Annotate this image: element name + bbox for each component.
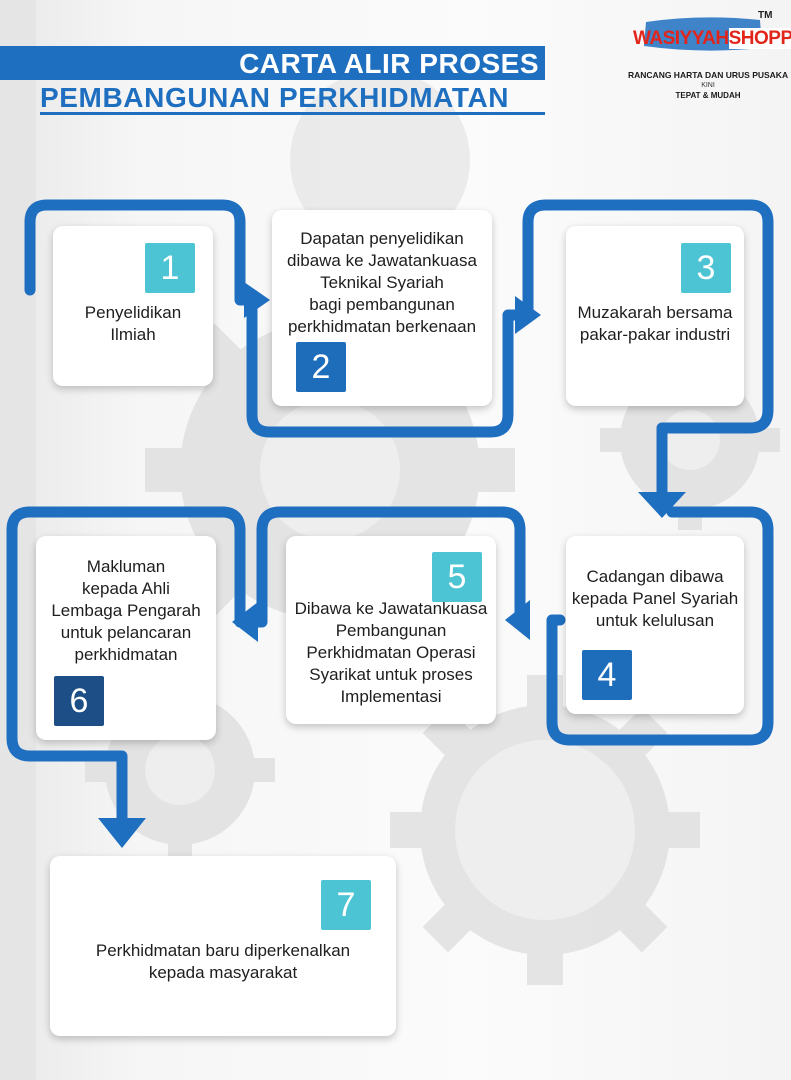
- brand-tagline-kini: KINI: [701, 82, 715, 89]
- arrow-left-icon: [232, 602, 258, 642]
- brand-tagline: RANCANG HARTA DAN URUS PUSAKA: [628, 70, 789, 80]
- arrow-right-icon: [515, 296, 541, 334]
- step-text-2: Dapatan penyelidikan dibawa ke Jawatanku…: [287, 229, 477, 336]
- connector-3-4: [522, 199, 774, 501]
- arrow-down-icon: [638, 492, 686, 518]
- step-card-7: 7 Perkhidmatan baru diperkenalkan kepada…: [50, 856, 396, 1036]
- brand-logo: TM WASIYYAHSHOPPE RANCANG HARTA DAN URUS…: [628, 8, 791, 103]
- step-text-6: Makluman kepada Ahli Lembaga Pengarah un…: [51, 557, 201, 664]
- connector-5-6: [244, 506, 526, 628]
- step-card-6: Makluman kepada Ahli Lembaga Pengarah un…: [36, 536, 216, 740]
- step-card-4: Cadangan dibawa kepada Panel Syariah unt…: [566, 536, 744, 714]
- step-number-2: 2: [296, 342, 346, 392]
- title-bar: CARTA ALIR PROSES: [0, 46, 545, 80]
- arrow-left-icon: [505, 600, 530, 640]
- step-text-7: Perkhidmatan baru diperkenalkan kepada m…: [95, 941, 351, 982]
- connector-2-3: [246, 294, 524, 438]
- step-text-5: Dibawa ke Jawatankuasa Pembangunan Perkh…: [294, 599, 488, 706]
- step-number-3: 3: [681, 243, 731, 293]
- page-subtitle: PEMBANGUNAN PERKHIDMATAN: [40, 82, 510, 113]
- step-number-7: 7: [321, 880, 371, 930]
- connector-6-7: [6, 506, 246, 826]
- step-card-3: 3 Muzakarah bersama pakar-pakar industri: [566, 226, 744, 406]
- step-number-1: 1: [145, 243, 195, 293]
- trademark: TM: [758, 10, 773, 21]
- step-number-6: 6: [54, 676, 104, 726]
- step-number-5: 5: [432, 552, 482, 602]
- arrow-right-icon: [244, 282, 270, 318]
- step-text-4: Cadangan dibawa kepada Panel Syariah unt…: [571, 567, 739, 630]
- title-underline: [40, 112, 545, 115]
- step-text-3: Muzakarah bersama pakar-pakar industri: [577, 303, 733, 344]
- brand-name: WASIYYAHSHOPPE: [633, 28, 791, 50]
- step-card-1: 1 Penyelidikan Ilmiah: [53, 226, 213, 386]
- page-title: CARTA ALIR PROSES: [239, 48, 539, 79]
- brand-tagline-end: TEPAT & MUDAH: [675, 91, 741, 100]
- connector-1-2: [24, 199, 258, 306]
- arrow-down-icon: [98, 818, 146, 848]
- step-number-4: 4: [582, 650, 632, 700]
- step-text-1: Penyelidikan Ilmiah: [84, 303, 182, 344]
- step-card-5: 5 Dibawa ke Jawatankuasa Pembangunan Per…: [286, 536, 496, 724]
- connector-4-5: [546, 506, 774, 746]
- step-card-2: Dapatan penyelidikan dibawa ke Jawatanku…: [272, 210, 492, 406]
